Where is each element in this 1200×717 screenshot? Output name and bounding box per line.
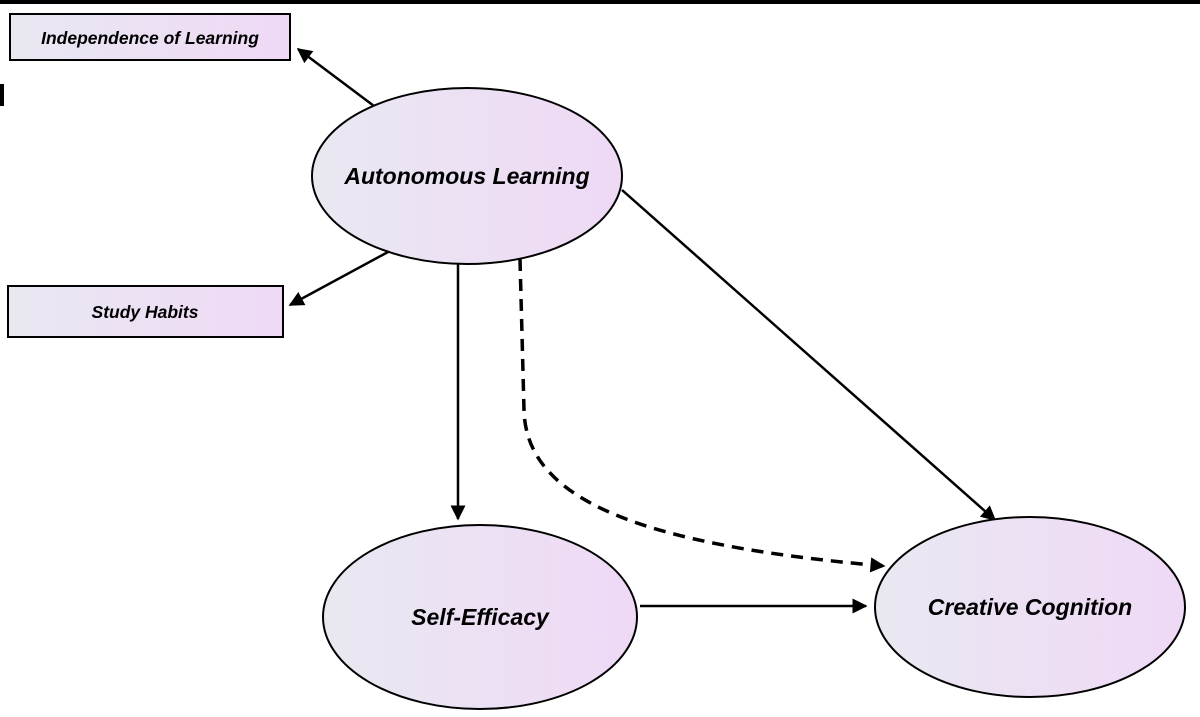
arrow-autonomous-to-creative-cognition bbox=[621, 189, 997, 521]
node-label-autonomous-learning: Autonomous Learning bbox=[343, 163, 589, 189]
dashed-arrow-autonomous-to-creative-cognition bbox=[518, 258, 886, 573]
node-creative-cognition: Creative Cognition bbox=[874, 516, 1186, 698]
top-border-line bbox=[0, 0, 1200, 4]
node-independence-of-learning: Independence of Learning bbox=[9, 13, 291, 61]
node-self-efficacy: Self-Efficacy bbox=[322, 524, 638, 710]
node-study-habits: Study Habits bbox=[7, 285, 284, 338]
node-label-independence-of-learning: Independence of Learning bbox=[41, 28, 259, 48]
arrow-autonomous-to-study-habits bbox=[288, 250, 389, 307]
node-label-self-efficacy: Self-Efficacy bbox=[411, 604, 550, 630]
left-border-tick bbox=[0, 84, 4, 106]
arrow-autonomous-to-independence bbox=[296, 48, 375, 107]
node-autonomous-learning: Autonomous Learning bbox=[311, 87, 623, 265]
node-label-study-habits: Study Habits bbox=[92, 302, 199, 322]
node-label-creative-cognition: Creative Cognition bbox=[928, 594, 1132, 620]
